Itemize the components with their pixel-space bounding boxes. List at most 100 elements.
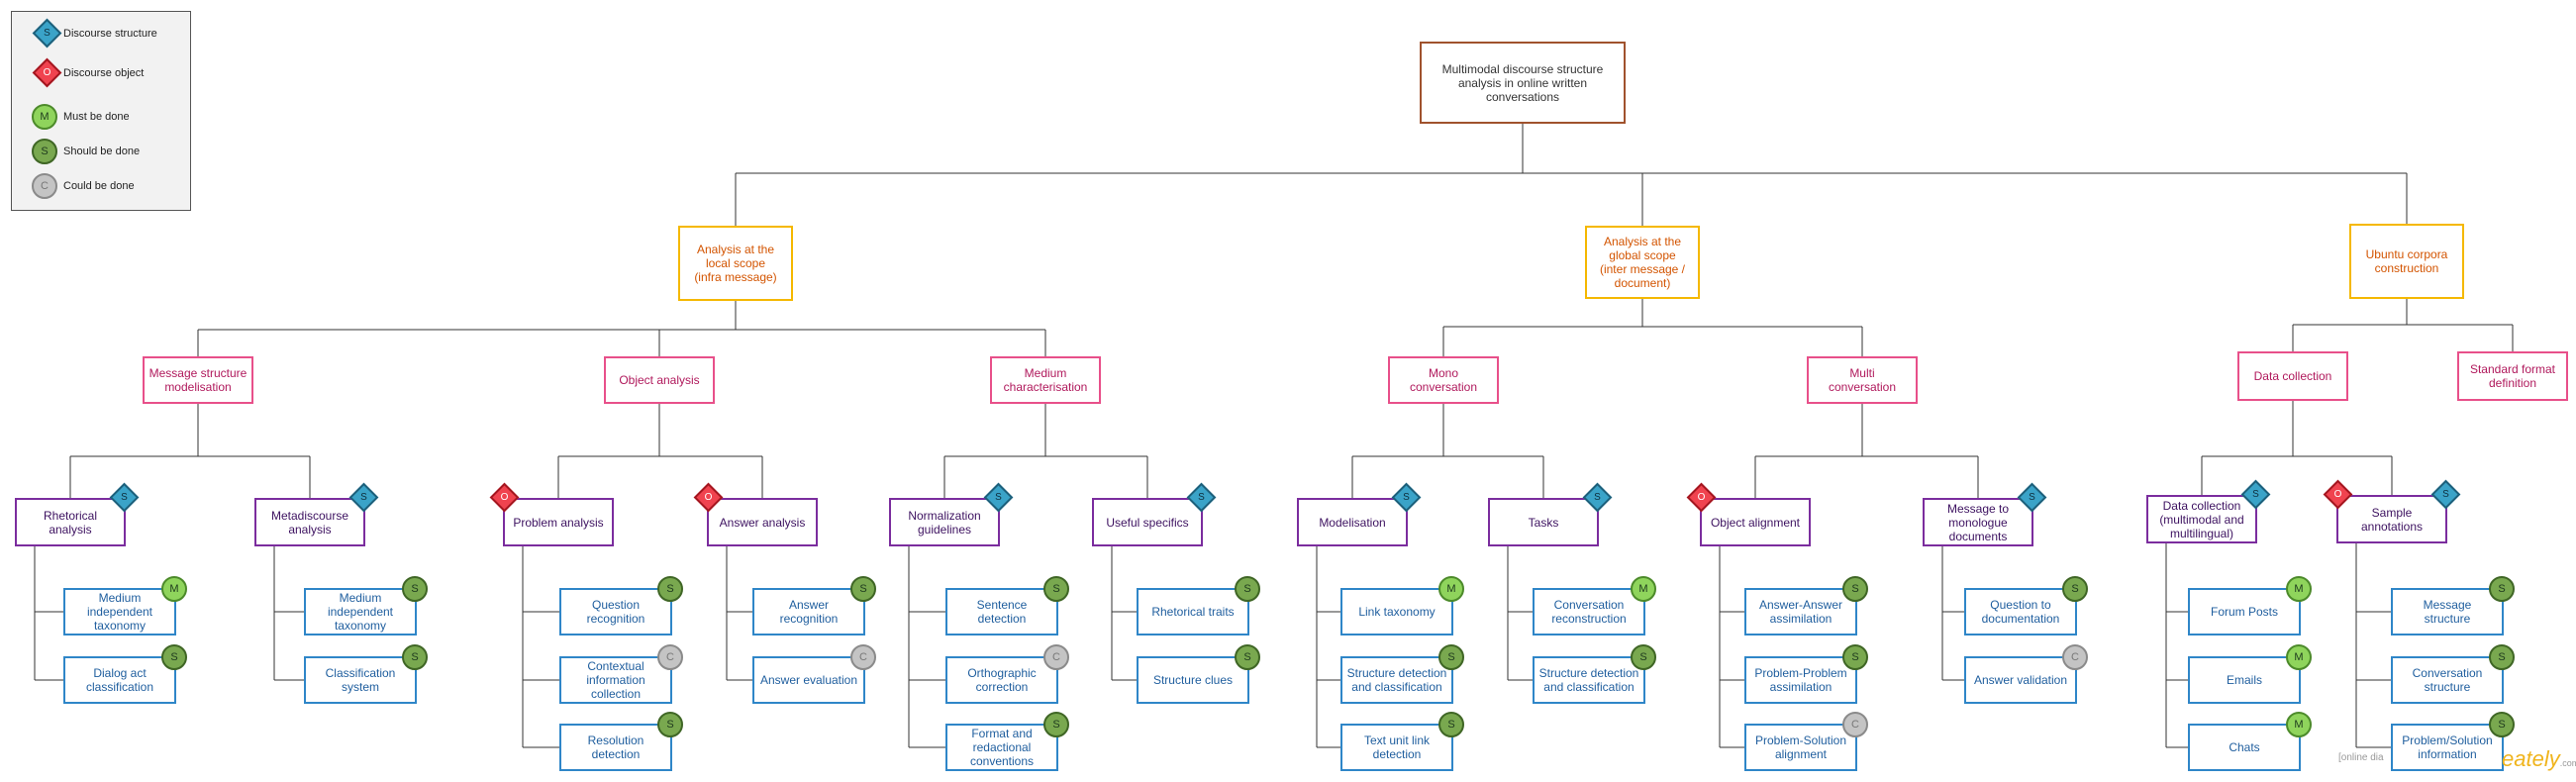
level1-node-local[interactable]: Analysis at the local scope (infra messa… [678, 226, 793, 301]
priority-symbol: M [2294, 651, 2304, 663]
watermark-text: [online dia [2338, 752, 2384, 763]
leaf-node[interactable]: Question to documentation [1964, 588, 2077, 635]
marker-symbol: S [1403, 492, 1410, 503]
should-priority-circle-icon: S [850, 576, 876, 602]
priority-symbol: S [2498, 583, 2506, 595]
could-priority-circle-icon: C [1842, 712, 1868, 737]
leaf-node[interactable]: Classification system [304, 656, 417, 704]
level3-node-model[interactable]: Modelisation [1297, 498, 1408, 546]
should-priority-circle-icon: S [1842, 644, 1868, 670]
must-priority-circle-icon: M [1438, 576, 1464, 602]
level3-node-sample[interactable]: Sample annotations [2336, 495, 2447, 543]
level1-node-ubuntu[interactable]: Ubuntu corpora construction [2349, 224, 2464, 299]
priority-symbol: S [1851, 651, 1859, 663]
should-priority-circle-icon: S [1235, 644, 1260, 670]
priority-symbol: S [666, 583, 674, 595]
marker-symbol: S [1594, 492, 1601, 503]
marker-symbol: S [1198, 492, 1205, 503]
leaf-node[interactable]: Answer validation [1964, 656, 2077, 704]
leaf-node[interactable]: Answer-Answer assimilation [1744, 588, 1857, 635]
legend-structure-diamond-icon: S [32, 18, 62, 49]
leaf-node[interactable]: Format and redactional conventions [945, 724, 1058, 771]
leaf-node[interactable]: Chats [2188, 724, 2301, 771]
level2-node-sfd[interactable]: Standard format definition [2457, 351, 2568, 401]
marker-symbol: O [1697, 492, 1706, 503]
must-priority-circle-icon: M [2286, 576, 2312, 602]
leaf-node[interactable]: Question recognition [559, 588, 672, 635]
level2-node-mc[interactable]: Medium characterisation [990, 356, 1101, 404]
level3-node-rhet[interactable]: Rhetorical analysis [15, 498, 126, 546]
marker-symbol: O [2333, 489, 2342, 500]
leaf-node[interactable]: Problem/Solution information [2391, 724, 2504, 771]
root-node[interactable]: Multimodal discourse structure analysis … [1420, 42, 1626, 124]
level2-node-multi[interactable]: Multi conversation [1807, 356, 1918, 404]
leaf-node[interactable]: Problem-Solution alignment [1744, 724, 1857, 771]
leaf-node[interactable]: Dialog act classification [63, 656, 176, 704]
level3-node-objal[interactable]: Object alignment [1700, 498, 1811, 546]
should-priority-circle-icon: S [657, 712, 683, 737]
leaf-node[interactable]: Answer evaluation [752, 656, 865, 704]
priority-symbol: S [1447, 651, 1455, 663]
leaf-node[interactable]: Structure detection and classification [1340, 656, 1453, 704]
leaf-node[interactable]: Contextual information collection [559, 656, 672, 704]
priority-symbol: S [411, 651, 419, 663]
legend-must-circle-icon: M [32, 104, 57, 130]
priority-symbol: S [2071, 583, 2079, 595]
leaf-node[interactable]: Structure clues [1137, 656, 1249, 704]
level2-node-msm[interactable]: Message structure modelisation [143, 356, 253, 404]
leaf-node[interactable]: Medium independent taxonomy [63, 588, 176, 635]
should-priority-circle-icon: S [1043, 576, 1069, 602]
could-priority-circle-icon: C [1043, 644, 1069, 670]
priority-symbol: S [1851, 583, 1859, 595]
marker-symbol: S [2252, 489, 2259, 500]
level3-node-m2m[interactable]: Message to monologue documents [1923, 498, 2033, 546]
could-priority-circle-icon: C [657, 644, 683, 670]
leaf-node[interactable]: Conversation reconstruction [1533, 588, 1645, 635]
leaf-node[interactable]: Orthographic correction [945, 656, 1058, 704]
leaf-node[interactable]: Link taxonomy [1340, 588, 1453, 635]
leaf-node[interactable]: Structure detection and classification [1533, 656, 1645, 704]
legend-label: Discourse object [63, 67, 145, 79]
leaf-node[interactable]: Medium independent taxonomy [304, 588, 417, 635]
level3-node-norm[interactable]: Normalization guidelines [889, 498, 1000, 546]
should-priority-circle-icon: S [2489, 644, 2515, 670]
should-priority-circle-icon: S [1438, 712, 1464, 737]
priority-symbol: S [1447, 719, 1455, 731]
level2-node-dc[interactable]: Data collection [2237, 351, 2348, 401]
brand-logo-text: eately [2502, 746, 2560, 771]
priority-symbol: C [1052, 651, 1060, 663]
leaf-node[interactable]: Problem-Problem assimilation [1744, 656, 1857, 704]
leaf-node[interactable]: Text unit link detection [1340, 724, 1453, 771]
leaf-node[interactable]: Answer recognition [752, 588, 865, 635]
level3-node-dcm[interactable]: Data collection (multimodal and multilin… [2146, 495, 2257, 543]
leaf-node[interactable]: Rhetorical traits [1137, 588, 1249, 635]
could-priority-circle-icon: C [2062, 644, 2088, 670]
level2-node-oa[interactable]: Object analysis [604, 356, 715, 404]
must-priority-circle-icon: M [161, 576, 187, 602]
legend-label: Should be done [63, 146, 141, 157]
level1-node-global[interactable]: Analysis at the global scope (inter mess… [1585, 226, 1700, 299]
priority-symbol: M [2294, 583, 2304, 595]
leaf-node[interactable]: Emails [2188, 656, 2301, 704]
level2-node-mono[interactable]: Mono conversation [1388, 356, 1499, 404]
leaf-node[interactable]: Sentence detection [945, 588, 1058, 635]
level3-node-tasks[interactable]: Tasks [1488, 498, 1599, 546]
leaf-node[interactable]: Forum Posts [2188, 588, 2301, 635]
brand-logo-suffix: .com [2559, 758, 2576, 768]
leaf-node[interactable]: Resolution detection [559, 724, 672, 771]
should-priority-circle-icon: S [1235, 576, 1260, 602]
priority-symbol: C [859, 651, 867, 663]
level3-node-usef[interactable]: Useful specifics [1092, 498, 1203, 546]
level3-node-prob[interactable]: Problem analysis [503, 498, 614, 546]
priority-symbol: S [1243, 651, 1251, 663]
leaf-node[interactable]: Conversation structure [2391, 656, 2504, 704]
legend-label: Could be done [63, 180, 135, 192]
priority-symbol: M [1446, 583, 1456, 595]
priority-symbol: M [169, 583, 179, 595]
level3-node-ans[interactable]: Answer analysis [707, 498, 818, 546]
leaf-node[interactable]: Message structure [2391, 588, 2504, 635]
marker-symbol: S [2442, 489, 2449, 500]
should-priority-circle-icon: S [2062, 576, 2088, 602]
level3-node-meta[interactable]: Metadiscourse analysis [254, 498, 365, 546]
